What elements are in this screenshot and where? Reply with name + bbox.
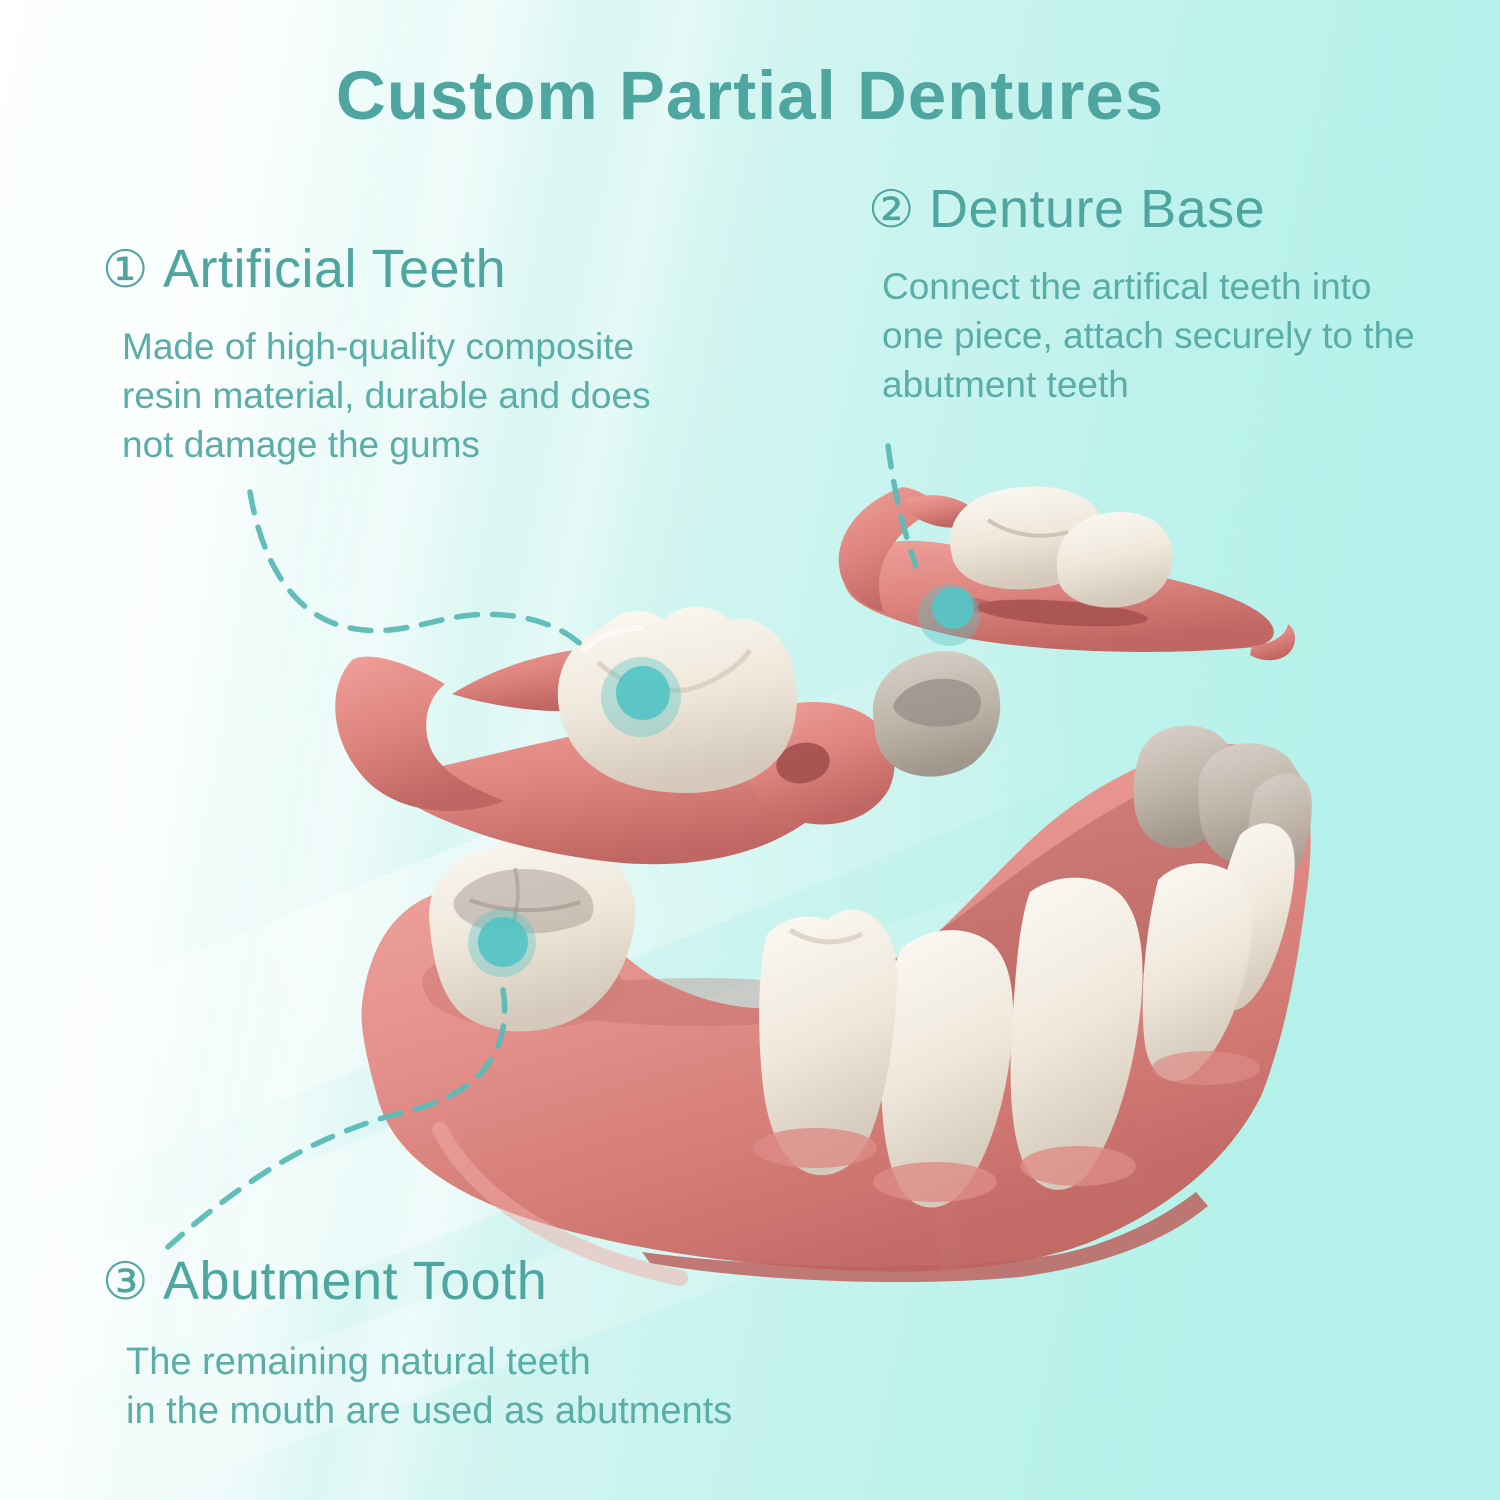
callout-body-line: abutment teeth [882, 364, 1129, 405]
circled-number-3-icon: ③ [102, 1252, 149, 1312]
marker-dot-artificial-tooth [601, 657, 681, 737]
callout-heading-text: Artificial Teeth [162, 239, 507, 299]
leader-line-abutment-tooth [165, 987, 508, 1250]
callout-body-line: resin material, durable and does [122, 375, 651, 416]
artificial-molar [557, 606, 797, 793]
incisor-tooth [1010, 877, 1143, 1190]
denture-base-tail-curl [1250, 624, 1296, 661]
circled-number-1-icon: ① [102, 240, 149, 300]
gum-cuff [873, 1162, 997, 1202]
callout-body-line: Connect the artifical teeth into [882, 266, 1372, 307]
callout-body-line: Made of high-quality composite [122, 326, 635, 367]
artificial-tooth [557, 606, 797, 793]
callout-body: Made of high-quality composite resin mat… [122, 322, 651, 469]
marker-dot-denture-base [918, 584, 980, 646]
jaw-base-rim-shadow [642, 1192, 1208, 1283]
leader-line-denture-base [885, 443, 919, 569]
attached-gray-molar [872, 651, 1001, 777]
denture-base-model [838, 486, 1296, 661]
incisor-tooth [881, 930, 1014, 1208]
callout-body-line: The remaining natural teeth [126, 1341, 591, 1383]
gum-cuff [753, 1128, 877, 1168]
tooth-highlight [582, 625, 643, 653]
lower-jaw-model [361, 725, 1312, 1286]
marker-dot [478, 917, 528, 967]
occlusal-shading [453, 868, 594, 934]
callout-heading-text: Denture Base [928, 179, 1266, 239]
gum-cuff [1152, 1051, 1260, 1085]
tooth-groove [469, 898, 581, 913]
page-title: Custom Partial Dentures [335, 57, 1165, 134]
gum-cuff [1020, 1146, 1136, 1186]
leader-line-artificial-teeth [247, 489, 593, 654]
clasp-loop-hole [776, 742, 830, 784]
callout-body-line: in the mouth are used as abutments [126, 1390, 733, 1432]
denture-base-hook [838, 487, 943, 612]
canine-tooth [1142, 863, 1252, 1081]
callout-body: Connect the artifical teeth into one pie… [882, 262, 1415, 409]
premolar-tooth [759, 909, 898, 1176]
denture-base-spike [905, 495, 968, 528]
callout-body: The remaining natural teeth in the mouth… [126, 1338, 732, 1436]
marker-dot [932, 587, 974, 629]
callout-heading-text: Abutment Tooth [162, 1251, 548, 1311]
tooth-cusp-groove [788, 927, 864, 945]
tooth-groove [596, 648, 753, 693]
denture-clasp-hook [335, 656, 504, 812]
partial-denture-model [335, 606, 1001, 865]
callout-body-line: not damage the gums [122, 424, 480, 465]
occlusal-shading [893, 678, 981, 727]
denture-base-molar [1056, 512, 1173, 608]
circled-number-2-icon: ② [868, 180, 915, 240]
jaw-edge-highlight [432, 1122, 688, 1286]
marker-dot [616, 666, 670, 720]
marker-dot-abutment-tooth [468, 909, 536, 977]
tooth-groove [986, 518, 1069, 538]
callout-body-line: one piece, attach securely to the [882, 315, 1415, 356]
